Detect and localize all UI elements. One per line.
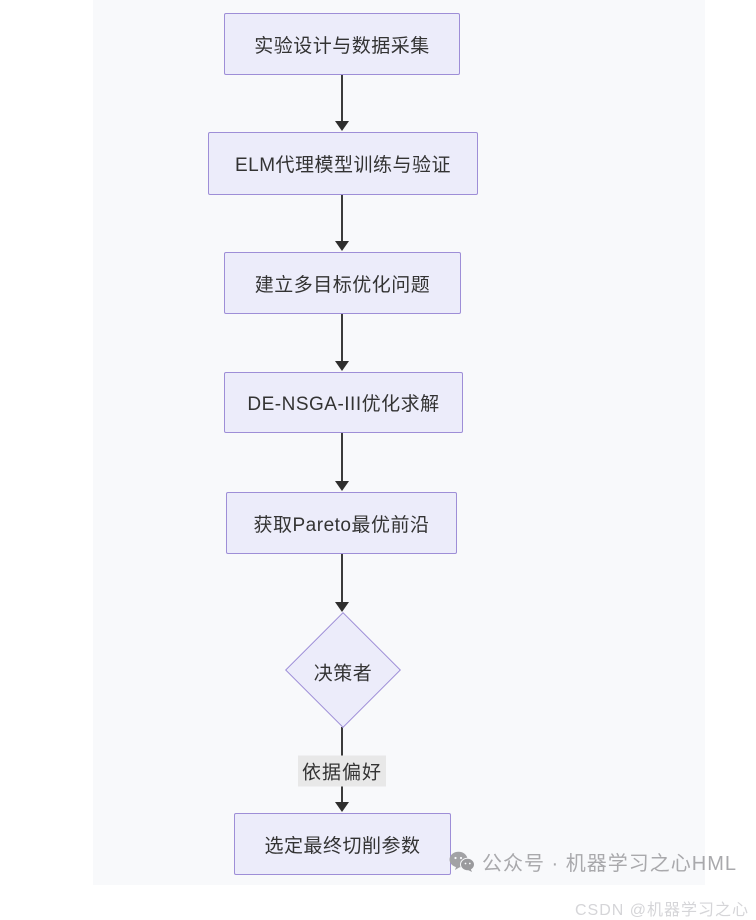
node-label: 选定最终切削参数	[264, 835, 421, 857]
arrowhead-icon	[335, 602, 349, 612]
arrowhead-icon	[335, 361, 349, 371]
edge-label-preference: 依据偏好	[297, 755, 387, 787]
node-label: DE-NSGA-III优化求解	[247, 394, 440, 415]
flow-node-de-nsga-iii: DE-NSGA-III优化求解	[224, 372, 463, 433]
flow-node-elm-training: ELM代理模型训练与验证	[208, 132, 478, 195]
wechat-logo-icon	[449, 851, 475, 873]
node-label: 决策者	[313, 662, 373, 684]
arrowhead-icon	[335, 802, 349, 812]
flow-node-pareto-front: 获取Pareto最优前沿	[226, 492, 457, 554]
flow-node-experiment-design: 实验设计与数据采集	[224, 13, 460, 75]
edge-line-3	[341, 314, 343, 362]
arrowhead-icon	[335, 481, 349, 491]
wechat-watermark-text: 公众号 · 机器学习之心HML	[482, 853, 737, 875]
arrowhead-icon	[335, 121, 349, 131]
edge-line-4	[341, 433, 343, 482]
edge-line-5	[341, 554, 343, 603]
flow-node-final-parameters: 选定最终切削参数	[234, 813, 451, 875]
node-label: 建立多目标优化问题	[254, 274, 431, 296]
node-label: ELM代理模型训练与验证	[234, 155, 452, 176]
wechat-watermark: 公众号 · 机器学习之心HML	[449, 847, 737, 876]
edge-line-1	[341, 75, 343, 123]
node-label: 获取Pareto最优前沿	[253, 514, 430, 536]
csdn-watermark: CSDN @机器学习之心	[574, 902, 749, 919]
flow-node-multiobjective-problem: 建立多目标优化问题	[224, 252, 461, 314]
arrowhead-icon	[335, 241, 349, 251]
edge-line-2	[341, 195, 343, 243]
node-label: 实验设计与数据采集	[254, 35, 430, 57]
